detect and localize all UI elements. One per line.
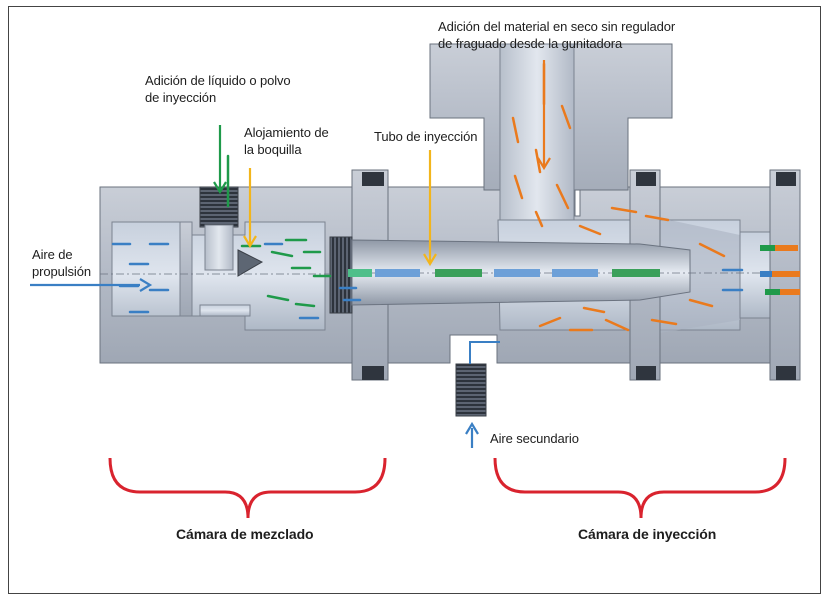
injection-tube-label: Tubo de inyección [374,129,478,144]
diagram-frame [8,6,821,594]
mixing-chamber-label: Cámara de mezclado [176,526,314,542]
nozzle-housing-arrow [243,168,257,249]
dry-material-label: Adición del material en seco sin regulad… [438,19,676,51]
propulsion-air-marks [111,242,744,320]
propulsion-air-label: Aire de propulsión [32,247,91,279]
liquid-flow-marks [226,154,332,308]
mixing-chamber-body [99,169,389,381]
outlet-flow-marks [760,245,800,295]
secondary-air-label: Aire secundario [490,431,579,446]
injection-chamber-label: Cámara de inyección [578,526,717,542]
secondary-air-arrow [465,421,479,448]
injection-tube-arrow [423,150,437,267]
mixing-chamber-brace [108,457,387,519]
liquid-addition-label: Adición de líquido o polvo de inyección [145,73,291,105]
dry-material-arrow [537,60,551,171]
injection-chamber-body [351,43,801,417]
propulsion-air-arrow [30,278,153,292]
nozzle-housing-label: Alojamiento de la boquilla [244,125,329,157]
liquid-addition-arrow [213,125,227,195]
injection-chamber-brace [493,457,787,519]
